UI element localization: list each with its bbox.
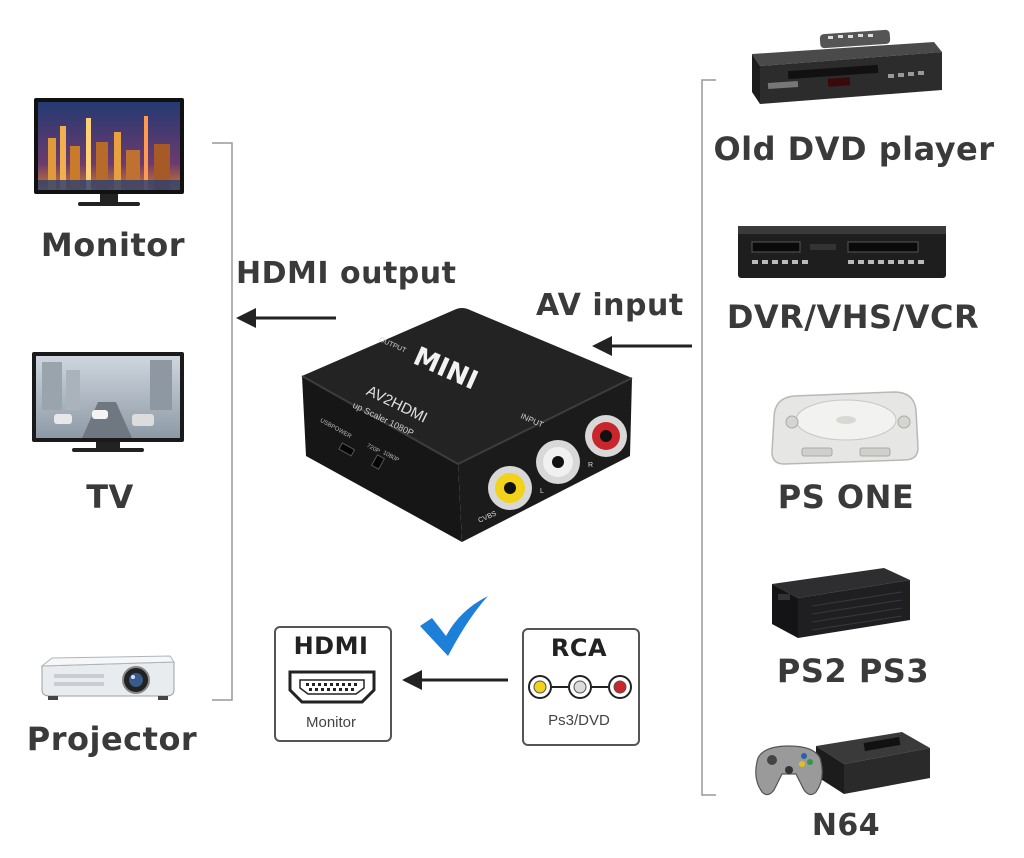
legend-arrow bbox=[402, 670, 508, 690]
dvr-image bbox=[738, 226, 946, 278]
hdmi-legend-title: HDMI bbox=[293, 632, 369, 660]
monitor-image bbox=[34, 98, 184, 206]
old-dvd-image bbox=[752, 29, 942, 104]
rca-legend-title: RCA bbox=[550, 634, 608, 662]
input-label-ps-one: PS ONE bbox=[777, 478, 915, 516]
ps2-image bbox=[772, 568, 910, 638]
rca-ports-icon bbox=[528, 675, 632, 699]
hdmi-output-label: HDMI output bbox=[236, 256, 457, 291]
input-label-dvr: DVR/VHS/VCR bbox=[726, 298, 980, 336]
input-label-ps2-ps3: PS2 PS3 bbox=[776, 652, 930, 690]
check-icon bbox=[420, 596, 488, 656]
hdmi-port-icon bbox=[288, 670, 376, 704]
output-label-monitor: Monitor bbox=[40, 226, 186, 264]
input-label-n64: N64 bbox=[811, 808, 881, 843]
hdmi-output-arrow bbox=[236, 308, 336, 328]
tv-image bbox=[32, 352, 184, 452]
av2hdmi-converter bbox=[301, 308, 633, 542]
input-label-old-dvd: Old DVD player bbox=[713, 130, 995, 168]
av-input-arrow bbox=[592, 336, 692, 356]
hdmi-legend-sub: Monitor bbox=[305, 714, 357, 731]
output-label-projector: Projector bbox=[26, 720, 198, 758]
rca-legend-sub: Ps3/DVD bbox=[548, 712, 610, 729]
output-label-tv: TV bbox=[86, 478, 134, 516]
n64-image bbox=[755, 732, 930, 796]
device-l-label: L bbox=[540, 488, 544, 495]
av-input-label: AV input bbox=[536, 288, 684, 323]
device-r-label: R bbox=[588, 462, 594, 469]
projector-image bbox=[40, 655, 175, 700]
ps-one-image bbox=[771, 391, 919, 465]
